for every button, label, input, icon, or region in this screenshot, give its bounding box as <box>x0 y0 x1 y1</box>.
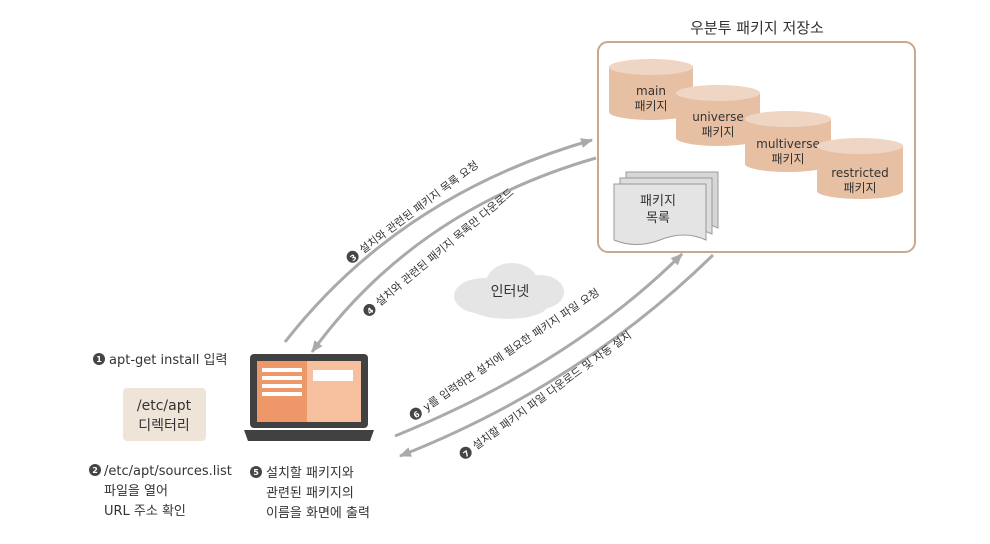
step-5-badge <box>250 466 262 478</box>
step-7-number: 7 <box>462 449 472 460</box>
db-restricted: restricted 패키지 <box>817 138 903 199</box>
db-multiverse-sub: 패키지 <box>771 152 804 166</box>
db-main: main 패키지 <box>609 59 693 120</box>
step-6-number: 6 <box>412 409 422 420</box>
directory-line2: 디렉터리 <box>138 418 190 434</box>
step-2-badge <box>89 464 101 476</box>
step-3-number: 3 <box>349 253 359 264</box>
step-7-badge <box>459 446 472 459</box>
arrow-request-list <box>283 138 593 343</box>
step-5-number: 5 <box>253 468 259 477</box>
step-5: 5 설치할 패키지와 관련된 패키지의 이름을 화면에 출력 <box>250 466 370 521</box>
step-3-badge <box>346 250 359 263</box>
db-universe-sub: 패키지 <box>701 125 734 139</box>
step-4-number: 4 <box>365 306 375 317</box>
package-list-line2: 목록 <box>646 211 670 226</box>
db-universe: universe 패키지 <box>676 85 760 146</box>
internet-cloud: 인터넷 <box>454 263 564 319</box>
step-5-line1: 설치할 패키지와 <box>266 466 354 481</box>
step-5-line2: 관련된 패키지의 <box>266 486 354 501</box>
repository-title: 우분투 패키지 저장소 <box>690 19 824 37</box>
arrow-download-list <box>310 156 597 353</box>
arrow-request-files <box>394 252 684 438</box>
laptop-icon <box>244 354 374 441</box>
db-multiverse: multiverse 패키지 <box>745 111 831 172</box>
db-universe-name: universe <box>692 110 744 124</box>
step-1: 1 apt-get install 입력 <box>93 353 227 368</box>
step-2-line1: /etc/apt/sources.list <box>104 464 232 479</box>
package-list-line1: 패키지 <box>640 194 676 209</box>
step-1-number: 1 <box>96 355 102 364</box>
db-multiverse-name: multiverse <box>756 137 820 151</box>
step-1-badge <box>93 353 105 365</box>
step-1-text: apt-get install 입력 <box>109 353 227 368</box>
step-4-badge <box>363 303 376 316</box>
step-2-line3: URL 주소 확인 <box>104 504 186 519</box>
db-restricted-name: restricted <box>831 166 889 180</box>
step-6-badge <box>409 407 422 420</box>
step-2: 2 /etc/apt/sources.list 파일을 열어 URL 주소 확인 <box>89 464 232 519</box>
step-2-number: 2 <box>92 466 98 475</box>
arrow-download-files <box>399 253 715 458</box>
etc-apt-directory: /etc/apt 디렉터리 <box>123 388 206 441</box>
step-5-line3: 이름을 화면에 출력 <box>266 506 370 521</box>
db-main-sub: 패키지 <box>634 99 667 113</box>
step-2-line2: 파일을 열어 <box>104 484 168 499</box>
db-restricted-sub: 패키지 <box>843 181 876 195</box>
package-list-doc: 패키지 목록 <box>613 171 719 245</box>
directory-line1: /etc/apt <box>137 398 192 414</box>
internet-label: 인터넷 <box>491 284 530 300</box>
db-main-name: main <box>636 84 666 98</box>
